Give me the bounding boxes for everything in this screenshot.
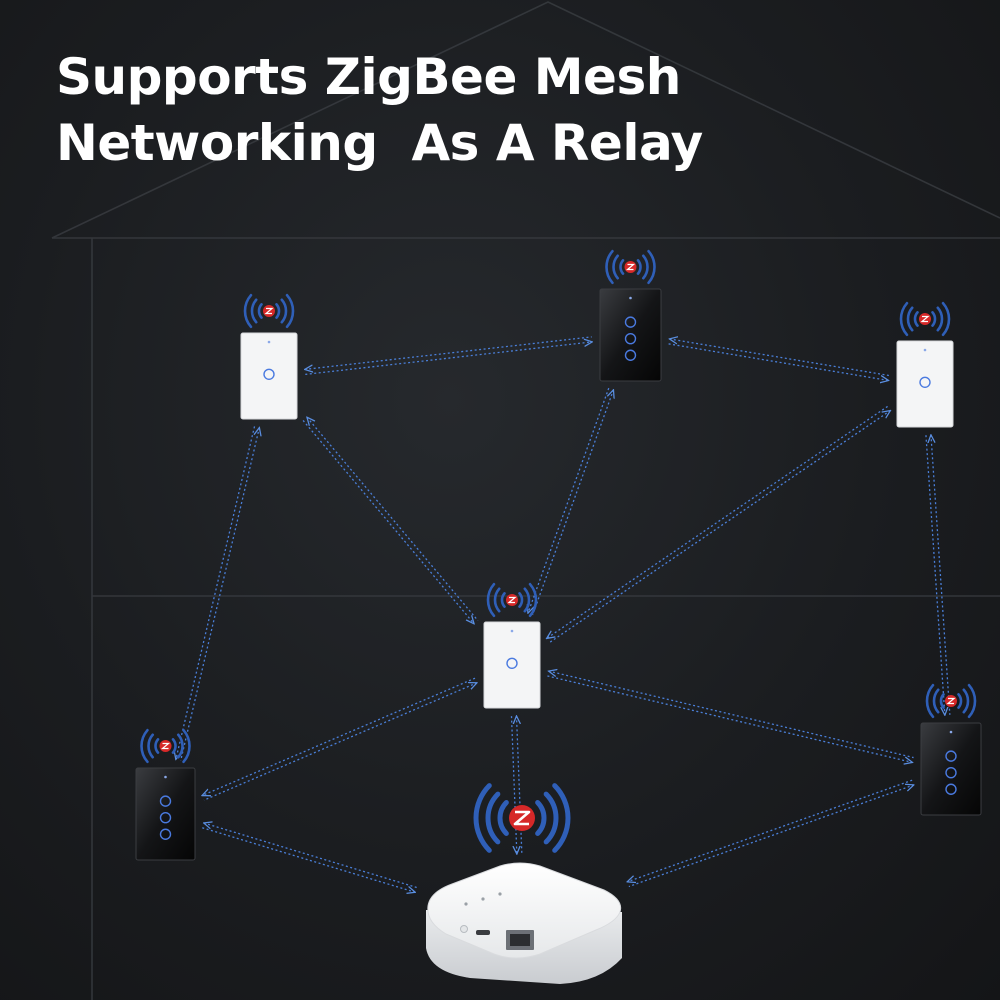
mesh-link (176, 426, 260, 760)
mesh-link (627, 779, 914, 888)
mesh-links (176, 336, 951, 892)
reset-button (460, 925, 468, 933)
mesh-link (925, 435, 951, 715)
house-outline (51, 1, 1000, 1000)
touch-button-ring (945, 783, 957, 795)
mesh-link (305, 336, 593, 376)
touch-button-ring (159, 828, 172, 840)
switch-top-left (240, 293, 298, 420)
switch-top-center (599, 249, 662, 382)
touch-button-ring (945, 750, 957, 762)
mesh-link (302, 417, 479, 624)
headline-line-2: Networking As A Relay (56, 114, 703, 172)
touch-button-ring (159, 795, 172, 807)
switch-plate (920, 722, 982, 816)
switch-top-right (896, 301, 954, 428)
mesh-link (547, 671, 913, 762)
switch-plate (599, 288, 662, 382)
mesh-link (202, 677, 477, 801)
touch-button-ring (263, 368, 275, 380)
touch-button-ring (159, 811, 172, 824)
mesh-link (202, 823, 417, 892)
zigbee-gateway-hub (426, 862, 622, 984)
switch-plate (483, 621, 541, 709)
switch-center (483, 582, 541, 709)
switch-bottom-left (135, 728, 196, 861)
mesh-nodes (135, 249, 982, 984)
mesh-link (669, 339, 890, 381)
touch-button-ring (506, 657, 518, 669)
touch-button-ring (624, 349, 637, 361)
gateway-hub (426, 783, 622, 984)
touch-button-ring (919, 376, 931, 388)
wireless-signal-icon (605, 249, 656, 285)
touch-button-ring (624, 316, 637, 328)
wireless-signal-icon (140, 728, 191, 764)
headline: Supports ZigBee Mesh Networking As A Rel… (56, 44, 703, 176)
wireless-signal-icon (899, 301, 951, 337)
switch-plate (240, 332, 298, 420)
switch-plate (135, 767, 196, 861)
wireless-signal-icon (925, 683, 977, 719)
switch-bottom-right (920, 683, 982, 816)
headline-line-1: Supports ZigBee Mesh (56, 48, 681, 106)
mesh-link (547, 405, 891, 644)
wireless-signal-icon (486, 582, 538, 618)
touch-button-ring (945, 766, 957, 779)
touch-button-ring (624, 332, 637, 345)
zigbee-logo-icon (473, 783, 571, 853)
switch-plate (896, 340, 954, 428)
mesh-link (510, 716, 523, 854)
mesh-link (528, 387, 614, 616)
wireless-signal-icon (243, 293, 295, 329)
usb-port (476, 930, 490, 935)
